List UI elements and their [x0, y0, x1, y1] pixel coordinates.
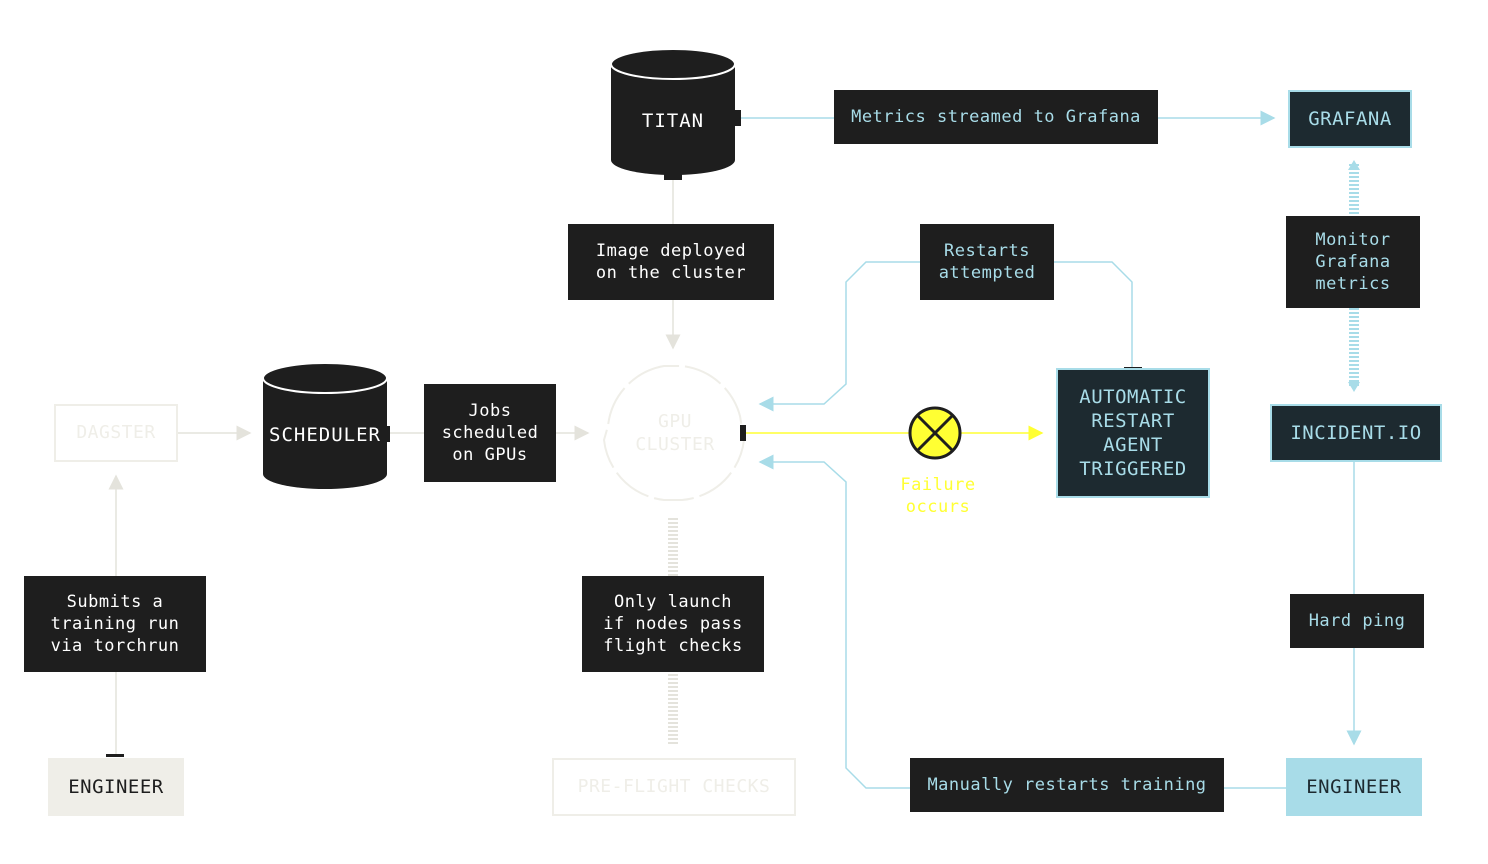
automatic-restart-agent-node[interactable]: AUTOMATIC RESTART AGENT TRIGGERED [1056, 368, 1210, 498]
metrics-streamed-label: Metrics streamed to Grafana [834, 90, 1158, 144]
titan-database-icon [610, 48, 741, 180]
incident-io-node[interactable]: INCIDENT.IO [1270, 404, 1442, 462]
jobs-scheduled-label: Jobs scheduled on GPUs [424, 384, 556, 482]
dagster-node[interactable]: DAGSTER [54, 404, 178, 462]
hard-ping-label: Hard ping [1290, 594, 1424, 648]
image-deployed-label: Image deployed on the cluster [568, 224, 774, 300]
titan-label: TITAN [641, 110, 705, 132]
gpu-cluster-label: GPU CLUSTER [635, 411, 715, 455]
edge-restart-loop [758, 261, 1133, 412]
grafana-node[interactable]: GRAFANA [1288, 90, 1412, 148]
submits-run-label: Submits a training run via torchrun [24, 576, 206, 672]
restarts-attempted-label: Restarts attempted [920, 224, 1054, 300]
monitor-grafana-label: Monitor Grafana metrics [1286, 216, 1420, 308]
manually-restarts-label: Manually restarts training [910, 758, 1224, 812]
engineer-left-node[interactable]: ENGINEER [48, 758, 184, 816]
scheduler-database-icon [262, 362, 390, 489]
only-launch-label: Only launch if nodes pass flight checks [582, 576, 764, 672]
gpu-gear-icon [602, 365, 746, 501]
scheduler-label: SCHEDULER [269, 424, 381, 446]
failure-x-icon [908, 406, 962, 460]
failure-occurs-label: Failure occurs [900, 475, 976, 517]
edge-manual-restart [758, 454, 1286, 789]
engineer-right-node[interactable]: ENGINEER [1286, 758, 1422, 816]
preflight-checks-node[interactable]: PRE-FLIGHT CHECKS [552, 758, 796, 816]
